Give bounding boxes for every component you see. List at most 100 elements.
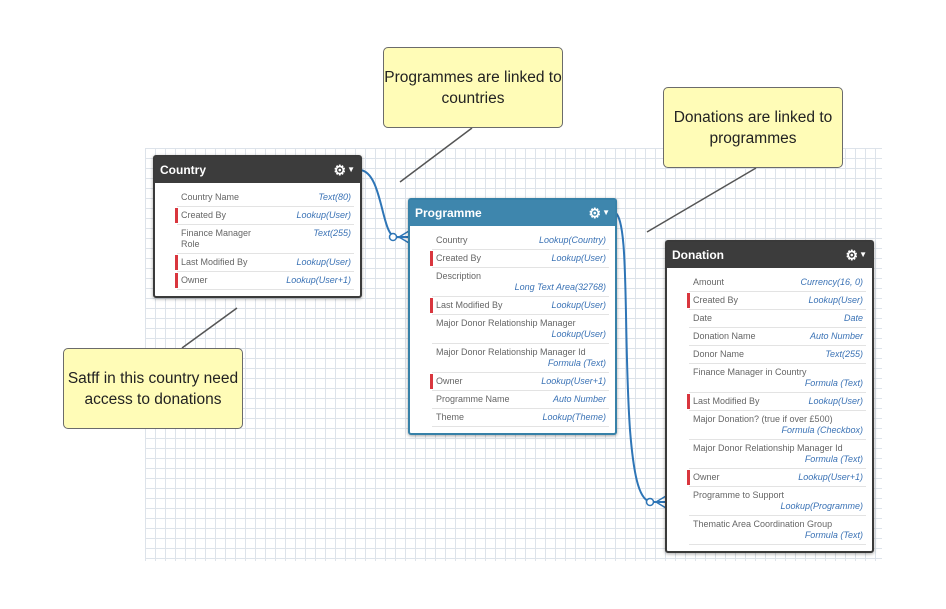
field-row[interactable]: Last Modified By Lookup(User) xyxy=(687,393,866,411)
gear-icon[interactable]: ⚙ xyxy=(845,247,858,263)
field-type: Lookup(User) xyxy=(296,257,351,267)
field-row[interactable]: Country Lookup(Country) xyxy=(432,232,609,250)
field-type: Text(255) xyxy=(825,349,863,359)
field-row[interactable]: Donation Name Auto Number xyxy=(689,328,866,346)
field-type: Text(255) xyxy=(313,228,351,238)
field-row[interactable]: Created By Lookup(User) xyxy=(687,292,866,310)
field-type: Lookup(User+1) xyxy=(798,472,863,482)
field-name: Last Modified By xyxy=(436,300,503,310)
field-name: Created By xyxy=(693,295,739,305)
field-name: Last Modified By xyxy=(181,257,248,267)
field-type: Formula (Text) xyxy=(804,530,863,540)
entity-title: Donation xyxy=(672,248,724,262)
field-row[interactable]: Date Date xyxy=(689,310,866,328)
field-type: Date xyxy=(843,313,863,323)
note-pointer-programmes xyxy=(399,127,473,183)
field-type: Lookup(User) xyxy=(551,329,606,339)
entity-programme[interactable]: Programme ⚙ ▼ Country Lookup(Country) Crea… xyxy=(408,198,617,435)
programme-donation-crowfoot xyxy=(645,495,667,509)
field-type: Lookup(Programme) xyxy=(780,501,863,511)
field-name: Thematic Area Coordination Group xyxy=(693,519,833,529)
field-name: Owner xyxy=(693,472,720,482)
caret-down-icon[interactable]: ▼ xyxy=(602,208,610,217)
country-programme-crowfoot xyxy=(388,230,410,244)
entity-title: Country xyxy=(160,163,206,177)
field-type: Formula (Text) xyxy=(804,378,863,388)
entity-donation[interactable]: Donation ⚙ ▼ Amount Currency(16, 0) Create… xyxy=(665,240,874,553)
field-name: Donation Name xyxy=(693,331,756,341)
field-name: Created By xyxy=(436,253,482,263)
field-name: Description xyxy=(436,271,482,281)
programme-donation-connector xyxy=(613,211,666,503)
entity-header[interactable]: Donation ⚙ ▼ xyxy=(667,242,872,268)
field-type: Lookup(Theme) xyxy=(542,412,606,422)
field-type: Auto Number xyxy=(809,331,863,341)
gear-icon[interactable]: ⚙ xyxy=(333,162,346,178)
field-name: Date xyxy=(693,313,713,323)
entity-header[interactable]: Programme ⚙ ▼ xyxy=(410,200,615,226)
field-type: Currency(16, 0) xyxy=(800,277,863,287)
field-row[interactable]: Owner Lookup(User+1) xyxy=(175,272,354,290)
field-type: Lookup(Country) xyxy=(538,235,606,245)
caret-down-icon[interactable]: ▼ xyxy=(347,165,355,174)
field-name: Country xyxy=(436,235,468,245)
entity-header[interactable]: Country ⚙ ▼ xyxy=(155,157,360,183)
note-text: Satff in this country need access to don… xyxy=(67,369,239,408)
note-staff-access[interactable]: Satff in this country need access to don… xyxy=(63,348,243,429)
note-pointer-donations xyxy=(646,167,757,233)
field-row[interactable]: Theme Lookup(Theme) xyxy=(432,409,609,427)
field-name: Last Modified By xyxy=(693,396,760,406)
field-type: Lookup(User) xyxy=(808,396,863,406)
field-name: Owner xyxy=(181,275,208,285)
note-programmes-linked[interactable]: Programmes are linked to countries xyxy=(383,47,563,128)
note-text: Programmes are linked to countries xyxy=(384,68,562,107)
field-row[interactable]: Owner Lookup(User+1) xyxy=(687,469,866,487)
field-row[interactable]: Last Modified By Lookup(User) xyxy=(430,297,609,315)
field-name: Major Donor Relationship Manager xyxy=(436,318,576,328)
field-type: Lookup(User) xyxy=(551,253,606,263)
entity-title: Programme xyxy=(415,206,482,220)
field-name: Major Donor Relationship Manager Id xyxy=(436,347,586,357)
field-type: Formula (Text) xyxy=(547,358,606,368)
field-type: Text(80) xyxy=(318,192,351,202)
field-name: Programme to Support xyxy=(693,490,785,500)
gear-icon[interactable]: ⚙ xyxy=(588,205,601,221)
field-type: Lookup(User) xyxy=(808,295,863,305)
field-row[interactable]: Last Modified By Lookup(User) xyxy=(175,254,354,272)
field-name: Major Donor Relationship Manager Id xyxy=(693,443,843,453)
caret-down-icon[interactable]: ▼ xyxy=(859,250,867,259)
field-name: Owner xyxy=(436,376,463,386)
field-row[interactable]: Created By Lookup(User) xyxy=(430,250,609,268)
note-donations-linked[interactable]: Donations are linked to programmes xyxy=(663,87,843,168)
field-row[interactable]: Major Donation? (true if over £500)Formu… xyxy=(689,411,866,440)
field-type: Lookup(User+1) xyxy=(286,275,351,285)
field-name: Finance Manager in Country xyxy=(693,367,807,377)
field-row[interactable]: Amount Currency(16, 0) xyxy=(689,274,866,292)
field-name: Programme Name xyxy=(436,394,510,404)
field-type: Long Text Area(32768) xyxy=(514,282,606,292)
note-text: Donations are linked to programmes xyxy=(673,108,833,147)
field-type: Lookup(User) xyxy=(296,210,351,220)
field-name: Major Donation? (true if over £500) xyxy=(693,414,833,424)
field-type: Formula (Checkbox) xyxy=(781,425,863,435)
field-type: Lookup(User) xyxy=(551,300,606,310)
field-name: Amount xyxy=(693,277,725,287)
field-name: Theme xyxy=(436,412,465,422)
note-pointer-staff xyxy=(181,307,238,349)
